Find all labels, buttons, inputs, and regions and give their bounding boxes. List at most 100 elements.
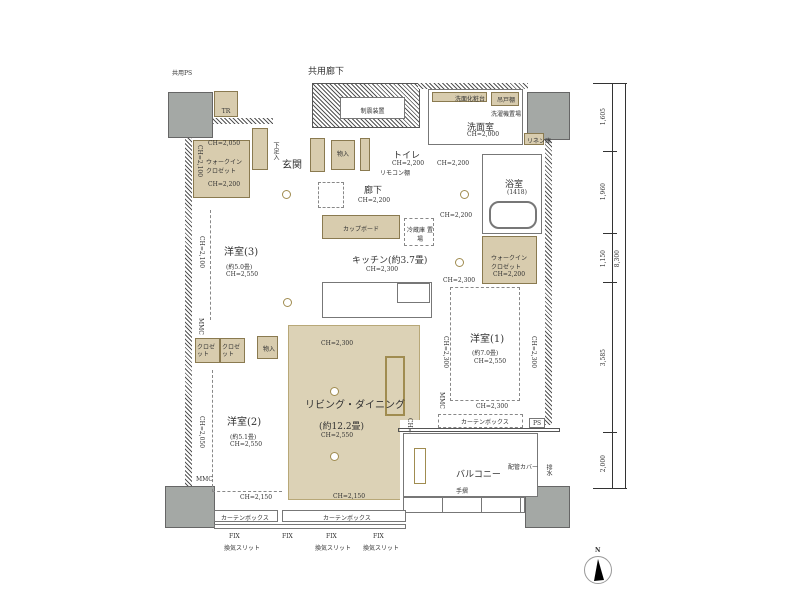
- dim-3585: 3,585: [600, 349, 607, 367]
- washroom: 洗面化粧台 吊戸棚 洗濯機置場 洗面室 CH=2,000: [428, 89, 523, 145]
- room2-label: 洋室(2): [227, 417, 262, 428]
- entrance-label: 玄関: [282, 160, 302, 171]
- fix-1: FIX: [229, 533, 240, 540]
- curtain-box-room1: カーテンボックス: [438, 414, 523, 428]
- room3-side-ch: CH=2,100: [198, 236, 205, 269]
- light-icon: [460, 190, 469, 199]
- living-dining: CH=2,300 リビング・ダイニング (約12.2畳) CH=2,550 CH…: [288, 325, 420, 500]
- room3-ceiling-line: [210, 210, 282, 320]
- drain-label: 排水: [545, 464, 552, 476]
- room1-size: (約7.0畳): [472, 350, 499, 357]
- room3-size: (約5.0畳): [226, 264, 253, 271]
- kitchen-ch: CH=2,300: [366, 266, 399, 273]
- outdoor-unit: [414, 448, 426, 484]
- linen-storage: リネン庫: [524, 133, 551, 145]
- closet-a: クロゼット: [195, 338, 220, 363]
- fix-2: FIX: [282, 533, 293, 540]
- tr-box: TR: [214, 91, 238, 117]
- room3-ch: CH=2,550: [226, 271, 259, 278]
- dim-tick: [593, 83, 627, 84]
- toilet-ch: CH=2,200: [392, 160, 425, 167]
- east-wall: [545, 140, 552, 425]
- closet-b: クロゼット: [220, 338, 245, 363]
- storage-1: 物入: [331, 140, 355, 170]
- room1-right-ch: CH=2,300: [530, 336, 537, 369]
- shoe-box-label: 下足入: [272, 142, 279, 160]
- dim-tick: [603, 432, 617, 433]
- fix-3: FIX: [326, 533, 337, 540]
- room2-side-ch: CH=2,050: [198, 416, 205, 449]
- room2-ch: CH=2,550: [230, 441, 263, 448]
- walkin-closet-left: CH=2,050 ウォークイン クロゼット CH=2,200 CH=2,100: [193, 140, 250, 198]
- ps-box: PS: [529, 418, 545, 428]
- dim-1605: 1,605: [600, 108, 607, 126]
- dim-tick: [593, 488, 627, 489]
- seismic-device: 制震装置: [340, 97, 405, 119]
- fix-4: FIX: [373, 533, 384, 540]
- fridge-space: 冷蔵庫 置場: [404, 218, 434, 246]
- storage-2: 物入: [257, 336, 278, 359]
- dimension-total-line: [625, 83, 626, 488]
- toilet-remote: リモコン棚: [380, 170, 411, 177]
- light-icon: [330, 452, 339, 461]
- shoe-box-right: [310, 138, 325, 172]
- west-wall: [185, 138, 192, 488]
- bath-door-ch: CH=2,200: [437, 160, 470, 167]
- bathroom: 浴室 (1418): [482, 154, 542, 234]
- column-nw: [168, 92, 213, 138]
- toilet-tank: [360, 138, 370, 171]
- dim-2000: 2,000: [600, 455, 607, 473]
- toilet-label: トイレ: [393, 151, 421, 161]
- room2-size: (約5.1畳): [230, 434, 257, 441]
- dimension-line: [612, 83, 613, 488]
- walkin-closet-right: ウォークイン クロゼット CH=2,200: [482, 236, 537, 284]
- compass-icon: [584, 556, 612, 584]
- dim-tick: [603, 151, 617, 152]
- vanity: 洗面化粧台: [432, 92, 487, 103]
- balcony-railing: [403, 497, 525, 513]
- bathtub: [489, 201, 537, 229]
- dim-tick: [603, 282, 617, 283]
- column-ne: [527, 92, 570, 140]
- room2-ceiling-line: [212, 370, 282, 492]
- dim-total: 8,300: [614, 250, 621, 268]
- vent-slit-2: 換気スリット: [315, 545, 352, 552]
- hall-ch: CH=2,200: [440, 212, 473, 219]
- common-corridor-label: 共用廊下: [308, 67, 345, 77]
- corridor-label: 廊下: [364, 186, 383, 196]
- corridor-ch: CH=2,200: [358, 197, 391, 204]
- room2-bottom-ch: CH=2,150: [240, 494, 273, 501]
- light-icon: [283, 298, 292, 307]
- mmc-1: MMC: [197, 318, 204, 335]
- light-icon: [330, 387, 339, 396]
- curtain-box-ld: カーテンボックス: [282, 510, 406, 522]
- ld-tv-unit: [385, 356, 405, 416]
- mmc-3: MMC: [438, 392, 445, 409]
- room1-ceiling-line: [450, 287, 520, 401]
- cupboard: カップボード: [322, 215, 400, 239]
- room1-top-ch: CH=2,300: [443, 277, 476, 284]
- vent-slit-1: 換気スリット: [224, 545, 261, 552]
- compass-north: N: [595, 547, 601, 554]
- curtain-box-room2: カーテンボックス: [214, 510, 278, 522]
- room1-ch: CH=2,550: [474, 358, 507, 365]
- room1-left-ch: CH=2,300: [442, 336, 449, 369]
- window-sash: [214, 524, 406, 529]
- balcony-wall: [398, 428, 560, 432]
- skylight-hatch: [318, 182, 344, 208]
- mmc-2: MMC: [196, 476, 213, 483]
- north-wall-right: [418, 83, 528, 89]
- light-icon: [455, 258, 464, 267]
- hanging-shelf: 吊戸棚: [491, 92, 519, 106]
- room1-bottom-ch: CH=2,300: [476, 403, 509, 410]
- room1-label: 洋室(1): [470, 334, 505, 345]
- balcony: バルコニー 手摺: [403, 433, 538, 497]
- room3-label: 洋室(3): [224, 247, 259, 258]
- kitchen-label: キッチン(約3.7畳): [352, 256, 428, 266]
- light-icon: [282, 190, 291, 199]
- dim-1960: 1,960: [600, 183, 607, 201]
- column-sw: [165, 486, 215, 528]
- shoe-box-left: [252, 128, 268, 170]
- dim-1150: 1,150: [600, 250, 607, 268]
